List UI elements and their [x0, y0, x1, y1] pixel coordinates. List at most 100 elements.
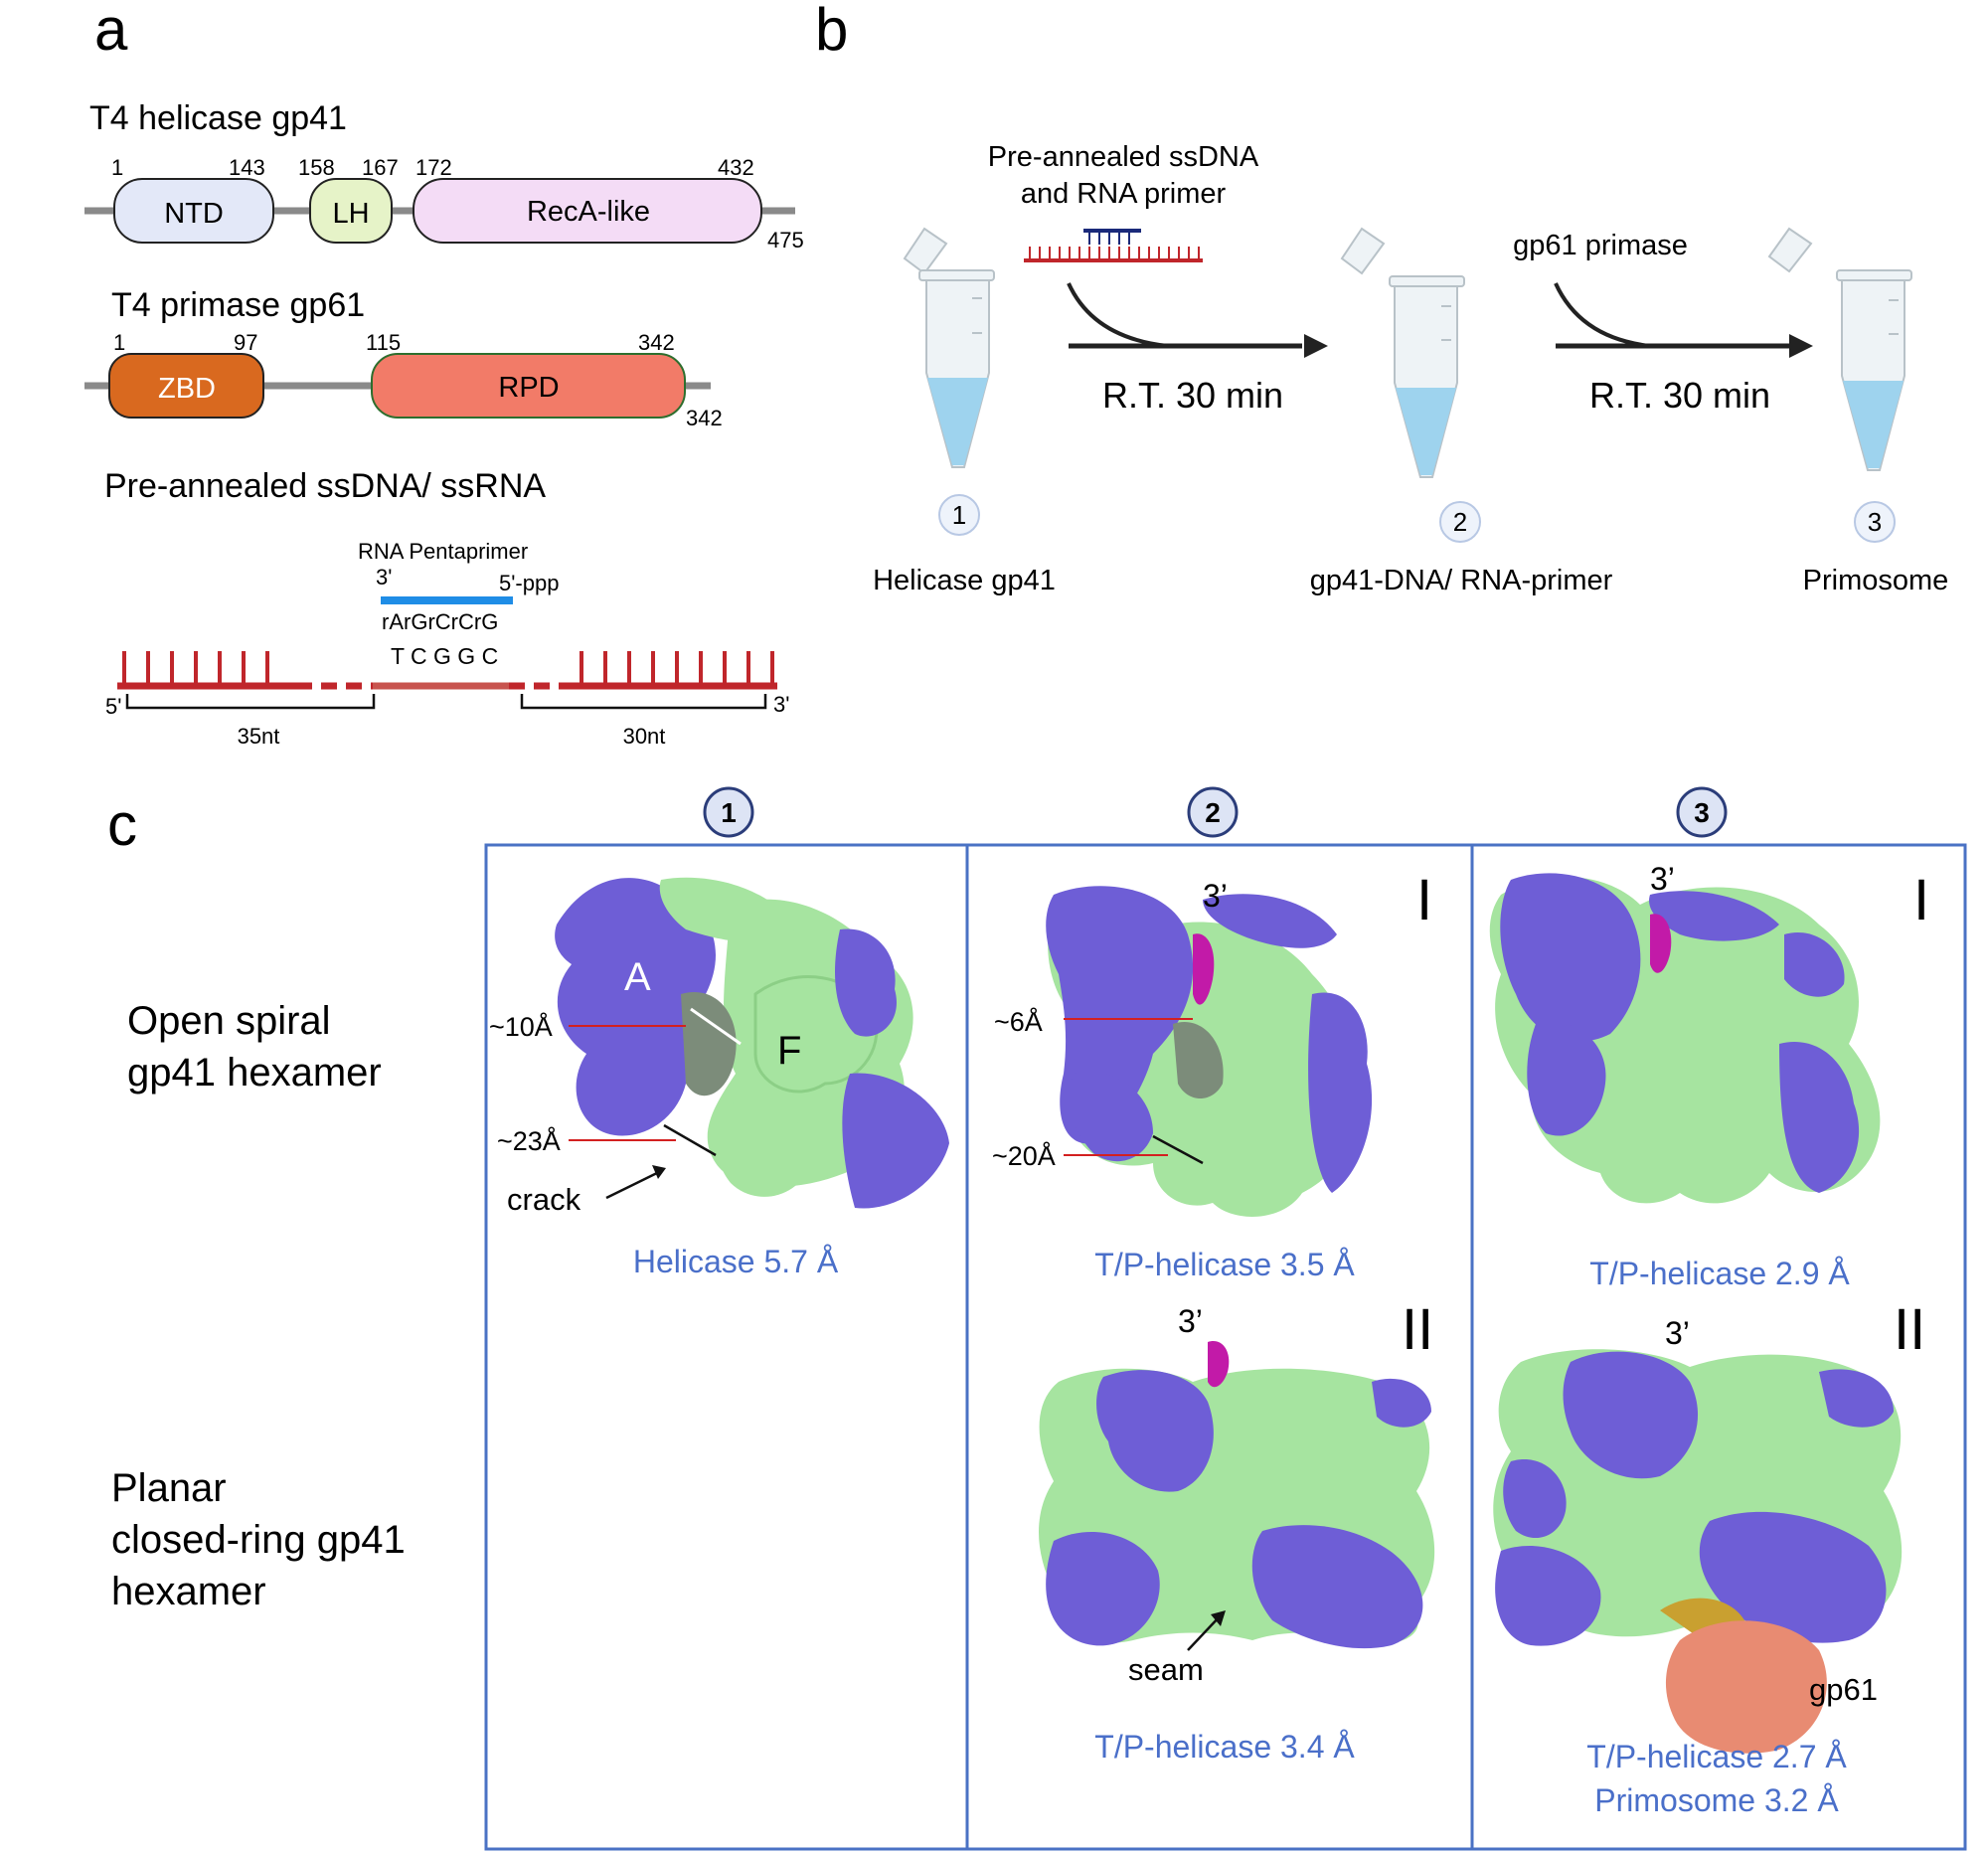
- ntd-domain: [113, 178, 274, 244]
- c2-bottom-roman: II: [1402, 1297, 1433, 1362]
- column-badge-2: [1187, 786, 1239, 838]
- helicase-num-167: 167: [362, 155, 399, 180]
- primer-5prime: 5'-ppp: [499, 571, 559, 595]
- seam-arrow: [1187, 1614, 1222, 1651]
- ssdna-strand: [117, 651, 777, 690]
- tube-3-number: 3: [1868, 507, 1882, 537]
- d23-label: ~23Å: [497, 1125, 561, 1156]
- reca-domain: [413, 178, 762, 244]
- dna-label-line1: Pre-annealed ssDNA: [988, 141, 1259, 173]
- panel-a: a T4 helicase gp41 NTD LH RecA-like 1 14…: [84, 0, 804, 749]
- tube-1-number: 1: [952, 500, 966, 530]
- tube-1-label: Helicase gp41: [873, 565, 1056, 596]
- tube-2-number: 2: [1453, 507, 1467, 537]
- helicase-num-432: 432: [718, 155, 754, 180]
- length-30nt: 30nt: [623, 724, 666, 749]
- panel-b: b Pre-annealed ssDNA and RNA primer: [815, 0, 1948, 596]
- bracket-35nt: [125, 694, 376, 710]
- step-time-2: R.T. 30 min: [1589, 375, 1770, 416]
- subunit-f-label: F: [777, 1029, 801, 1073]
- caption-tp-helicase-3-4: T/P-helicase 3.4 Å: [1094, 1729, 1355, 1765]
- zbd-label: ZBD: [158, 373, 216, 405]
- row-planar-line1: Planar: [111, 1466, 227, 1510]
- density-map-primosome-3-2: [1493, 1349, 1903, 1754]
- caption-primosome-3-2: Primosome 3.2 Å: [1594, 1782, 1839, 1818]
- caption-tp-helicase-2-9: T/P-helicase 2.9 Å: [1589, 1256, 1850, 1291]
- panel-c-letter: c: [107, 791, 137, 858]
- curved-arrow-1: [1067, 282, 1169, 348]
- d20-label: ~20Å: [992, 1140, 1056, 1171]
- caption-tp-helicase-2-7: T/P-helicase 2.7 Å: [1586, 1739, 1847, 1774]
- rpd-label: RPD: [498, 372, 559, 404]
- tube-2-label: gp41-DNA/ RNA-primer: [1310, 565, 1613, 596]
- caption-tp-helicase-3-5: T/P-helicase 3.5 Å: [1094, 1247, 1355, 1282]
- tube-3-label: Primosome: [1803, 565, 1949, 596]
- helicase-num-475: 475: [767, 228, 804, 253]
- density-map-tp-helicase-3-4: [1039, 1341, 1435, 1649]
- panel-c: c Open spiral gp41 hexamer Planar closed…: [107, 786, 1967, 1851]
- c3-bottom-roman: II: [1894, 1297, 1925, 1362]
- dna-label-line2: and RNA primer: [1021, 178, 1227, 210]
- primase-num-97: 97: [234, 330, 257, 355]
- subunit-a-label: A: [624, 955, 651, 999]
- crack-arrow: [605, 1169, 662, 1200]
- d20-arrow: [1152, 1134, 1204, 1165]
- dna-sequence: T C G G C: [391, 643, 498, 669]
- d10-label: ~10Å: [489, 1011, 553, 1042]
- primase-num-342: 342: [638, 330, 675, 355]
- c2-top-3prime: 3’: [1203, 878, 1228, 914]
- primer-3prime: 3': [376, 565, 392, 590]
- density-map-tp-helicase-3-5: [1046, 886, 1373, 1217]
- primase-num-1: 1: [113, 330, 125, 355]
- c3-top-3prime: 3’: [1650, 861, 1675, 897]
- row-open-line1: Open spiral: [127, 999, 331, 1043]
- zbd-domain: [108, 353, 264, 419]
- primase-num-342-end: 342: [686, 406, 723, 430]
- crack-label: crack: [507, 1182, 581, 1217]
- c3-top-roman: I: [1913, 868, 1929, 932]
- d6-label: ~6Å: [994, 1006, 1043, 1037]
- strand-5prime: 5': [105, 694, 121, 719]
- seam-arrow-head: [1211, 1610, 1226, 1626]
- column-number-2: 2: [1205, 797, 1221, 828]
- helicase-num-172: 172: [415, 155, 452, 180]
- rpd-domain: [371, 353, 686, 419]
- step-arrow-2-head: [1789, 334, 1813, 358]
- panel-a-letter: a: [94, 0, 128, 63]
- rna-sequence: rArGrCrCrG: [382, 609, 498, 634]
- column-number-1: 1: [721, 797, 737, 828]
- tube-1: [903, 227, 995, 536]
- bracket-30nt: [520, 694, 767, 710]
- helicase-num-158: 158: [298, 155, 335, 180]
- row-planar-line2: closed-ring gp41: [111, 1518, 406, 1562]
- c2-bottom-3prime: 3’: [1178, 1303, 1203, 1339]
- row-planar-line3: hexamer: [111, 1570, 266, 1613]
- lh-domain: [309, 178, 393, 244]
- lh-label: LH: [332, 198, 369, 230]
- primer-label: RNA Pentaprimer: [358, 539, 528, 564]
- row-open-line2: gp41 hexamer: [127, 1051, 382, 1095]
- primase-num-115: 115: [366, 330, 401, 355]
- crack-arrow-head: [652, 1165, 666, 1179]
- c3-bottom-3prime: 3’: [1665, 1315, 1690, 1351]
- length-35nt: 35nt: [238, 724, 280, 749]
- substrate-title: Pre-annealed ssDNA/ ssRNA: [104, 467, 546, 505]
- step-time-1: R.T. 30 min: [1102, 375, 1283, 416]
- step-arrow-1-head: [1304, 334, 1328, 358]
- reca-label: RecA-like: [527, 196, 650, 228]
- column-badge-1: [703, 786, 754, 838]
- tube-2: [1340, 227, 1481, 543]
- rna-primer-bar: [381, 596, 513, 604]
- panel-c-frame: [484, 843, 1967, 1851]
- primase-title: T4 primase gp61: [111, 286, 365, 324]
- curved-arrow-2: [1554, 282, 1651, 348]
- caption-helicase-5-7: Helicase 5.7 Å: [633, 1244, 839, 1279]
- density-map-tp-helicase-2-9: [1489, 873, 1881, 1204]
- d23-arrow: [663, 1123, 717, 1157]
- density-map-helicase-5-7: [555, 877, 949, 1209]
- seam-label: seam: [1128, 1652, 1204, 1687]
- column-number-3: 3: [1694, 797, 1710, 828]
- helicase-num-1: 1: [111, 155, 123, 180]
- c2-top-roman: I: [1416, 868, 1432, 932]
